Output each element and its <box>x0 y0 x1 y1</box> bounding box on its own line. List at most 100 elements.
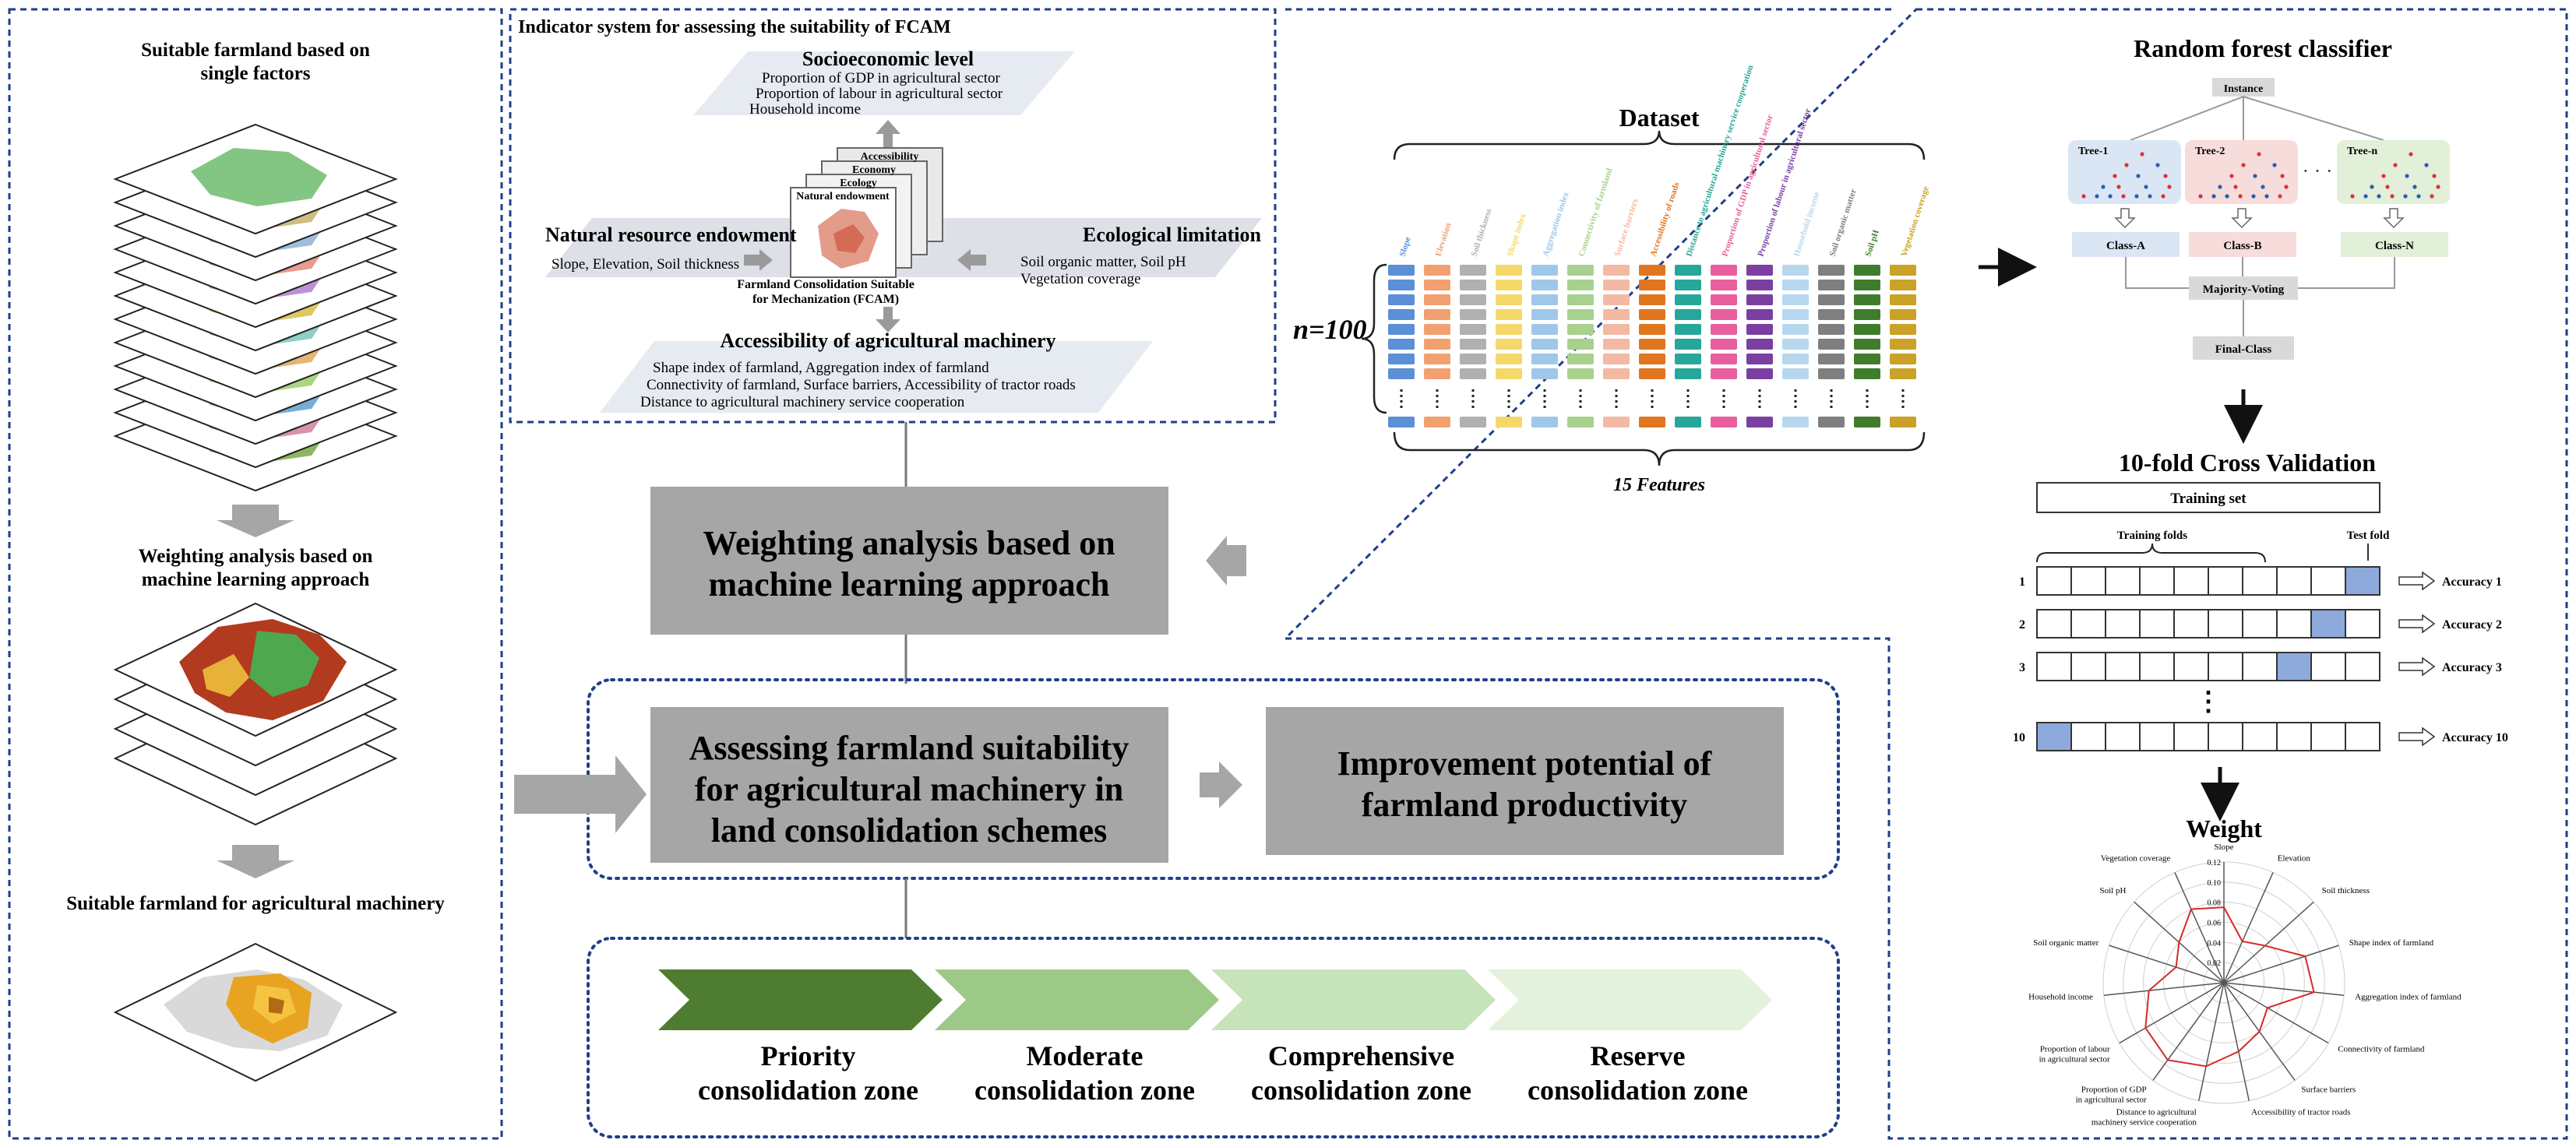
feature-dot <box>1901 389 1905 392</box>
feature-cell <box>1388 294 1415 305</box>
radar-axis-label: in agricultural sector <box>2039 1055 2110 1064</box>
feature-cell <box>1388 324 1415 335</box>
feature-dot <box>1543 395 1546 397</box>
feature-name: Elevation <box>1433 222 1453 258</box>
rf-voting: Majority-Voting <box>2203 283 2285 296</box>
feature-cell <box>1890 280 1916 290</box>
feature-dot <box>1794 400 1797 403</box>
left-title-1b: single factors <box>201 63 311 84</box>
feature-dot <box>1830 389 1833 392</box>
improvement-box <box>1266 707 1784 855</box>
rf-final-box <box>2193 336 2294 360</box>
radar-axis-label: Proportion of GDP <box>2081 1085 2147 1095</box>
cv-accuracy: Accuracy 2 <box>2442 618 2502 632</box>
rf-class-n-box <box>2341 232 2448 257</box>
feature-dot <box>1866 406 1869 408</box>
feature-dot <box>1651 400 1654 403</box>
feature-name: Connectivity of farmland <box>1577 167 1614 257</box>
radar-axis-label: in agricultural sector <box>2076 1096 2147 1105</box>
feature-dot <box>1794 389 1797 392</box>
cv-fold-cell <box>2105 652 2141 681</box>
feature-cell <box>1711 309 1737 320</box>
zone-arrow <box>658 969 943 1030</box>
zone-label-1: Reserve <box>1591 1040 1686 1071</box>
rf-node <box>2405 174 2409 178</box>
feature-cell <box>1567 294 1594 305</box>
cv-fold-cell <box>2242 566 2278 596</box>
feature-cell <box>1531 309 1558 320</box>
feature-cell <box>1746 309 1773 320</box>
rf-node <box>2136 174 2141 178</box>
rf-node <box>2280 174 2285 178</box>
rf-class-b-box <box>2189 232 2296 257</box>
down-arrow-2 <box>217 845 294 878</box>
rf-node <box>2261 185 2265 189</box>
radar-axis-label: Accessibility of tractor roads <box>2251 1107 2350 1117</box>
feature-cell <box>1818 417 1845 427</box>
feature-cell <box>1746 294 1773 305</box>
weighting-box <box>650 487 1168 635</box>
zone-label-1: Moderate <box>1027 1040 1144 1071</box>
feature-cell <box>1424 309 1450 320</box>
left-title-2b: machine learning approach <box>142 569 370 590</box>
rf-node <box>2124 163 2129 167</box>
radar-axis <box>2223 982 2345 996</box>
radar-axis <box>2223 945 2339 983</box>
dataset-title: Dataset <box>1619 104 1699 132</box>
access-title: Accessibility of agricultural machinery <box>720 329 1055 352</box>
stack-label-natural: Natural endowment <box>796 191 890 202</box>
radar-axis-label: Vegetation coverage <box>2101 854 2171 864</box>
radar-axis-label: Soil thickness <box>2322 886 2370 895</box>
rf-node <box>2211 194 2216 199</box>
radar-tick: 0.04 <box>2208 939 2222 948</box>
rf-node <box>2101 185 2106 189</box>
feature-cell <box>1603 280 1630 290</box>
n-brace <box>1361 263 1387 414</box>
socio-item-1: Proportion of GDP in agricultural sector <box>762 70 1001 86</box>
rf-title: Random forest classifier <box>2134 34 2392 62</box>
feature-cell <box>1639 368 1665 379</box>
n-label: n=100 <box>1293 314 1367 345</box>
feature-cell <box>1388 417 1415 427</box>
fcam-line-2: for Mechanization (FCAM) <box>752 293 899 306</box>
feature-cell <box>1388 368 1415 379</box>
feature-cell <box>1890 324 1916 335</box>
rf-node <box>2257 152 2261 157</box>
feature-name: Household income <box>1792 191 1821 258</box>
feature-cell <box>1782 294 1809 305</box>
feature-cell <box>1531 354 1558 364</box>
zone-label-2: consolidation zone <box>698 1075 918 1106</box>
feature-cell <box>1460 339 1486 350</box>
feature-cell <box>1567 354 1594 364</box>
rf-tree-2-box <box>2185 140 2298 204</box>
feature-cell <box>1460 368 1486 379</box>
weighting-line-2: machine learning approach <box>708 565 1109 603</box>
right-panel-border <box>1282 8 2568 1140</box>
feature-dot <box>1901 406 1905 408</box>
feature-cell <box>1639 354 1665 364</box>
rf-node <box>2134 194 2139 199</box>
feature-cell <box>1567 309 1594 320</box>
cv-row-label: 2 <box>2019 618 2025 632</box>
feature-dot <box>1722 406 1725 408</box>
feature-cell <box>1782 339 1809 350</box>
feature-cell <box>1890 294 1916 305</box>
feature-cell <box>1639 280 1665 290</box>
rf-node <box>2095 194 2099 199</box>
feature-cell <box>1460 354 1486 364</box>
rf-node <box>2155 163 2160 167</box>
left-panel-border <box>8 8 503 1140</box>
feature-cell <box>1567 368 1594 379</box>
cv-fold-cell <box>2036 652 2072 681</box>
feature-cell <box>1675 265 1701 276</box>
feature-cell <box>1711 324 1737 335</box>
cv-fold-cell <box>2276 609 2312 639</box>
feature-cell <box>1567 280 1594 290</box>
radar-axis <box>2103 982 2225 996</box>
feature-dot <box>1651 406 1654 408</box>
cv-fold-cell <box>2105 722 2141 751</box>
feature-cell <box>1746 280 1773 290</box>
radar-axis <box>2223 872 2274 983</box>
feature-cell <box>1460 417 1486 427</box>
